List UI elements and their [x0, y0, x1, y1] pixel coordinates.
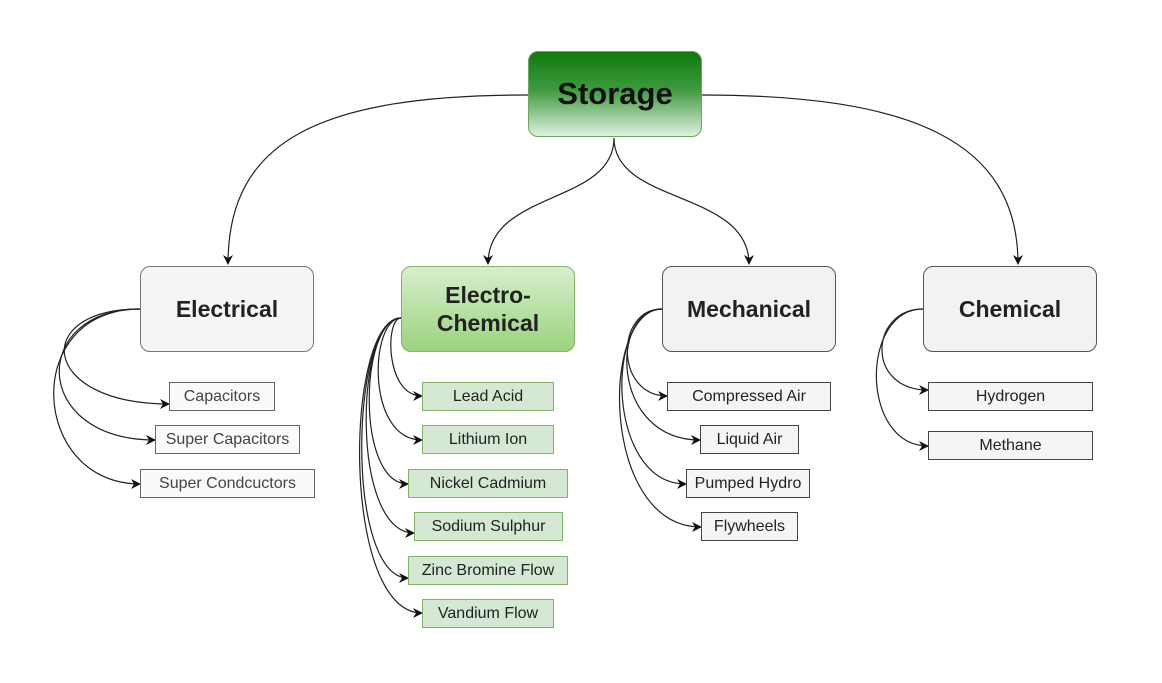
- electro-chemical-category-node: Electro- Chemical: [401, 266, 575, 352]
- leaf-zinc-bromine-flow: Zinc Bromine Flow: [408, 556, 568, 585]
- edge-storage-chemical: [701, 94, 1023, 265]
- electrical-category-node: Electrical: [140, 266, 314, 352]
- edge-electrical-capacitors: [63, 308, 170, 409]
- edge-storage-electro-chemical: [483, 137, 615, 265]
- edge-ec-lead-acid: [390, 317, 423, 401]
- edge-ec-vandium-flow: [358, 317, 423, 618]
- leaf-super-conductors: Super Condcuctors: [140, 469, 315, 498]
- leaf-compressed-air: Compressed Air: [667, 382, 831, 411]
- leaf-lead-acid: Lead Acid: [422, 382, 554, 411]
- chemical-category-node: Chemical: [923, 266, 1097, 352]
- leaf-hydrogen: Hydrogen: [928, 382, 1093, 411]
- edge-ec-sodium-sulphur: [365, 317, 415, 538]
- edge-mech-flywheels: [618, 308, 702, 532]
- leaf-sodium-sulphur: Sodium Sulphur: [414, 512, 563, 541]
- edge-chem-hydrogen: [881, 308, 929, 395]
- mechanical-category-node: Mechanical: [662, 266, 836, 352]
- leaf-methane: Methane: [928, 431, 1093, 460]
- edge-ec-zinc-bromine: [361, 317, 409, 583]
- edge-storage-electrical: [223, 94, 529, 265]
- leaf-vandium-flow: Vandium Flow: [422, 599, 554, 628]
- edge-chem-methane: [875, 308, 929, 451]
- edge-ec-lithium-ion: [377, 317, 423, 445]
- edge-storage-mechanical: [613, 137, 754, 265]
- leaf-liquid-air: Liquid Air: [700, 425, 799, 454]
- leaf-pumped-hydro: Pumped Hydro: [686, 469, 810, 498]
- storage-root-node: Storage: [528, 51, 702, 137]
- leaf-super-capacitors: Super Capacitors: [155, 425, 300, 454]
- leaf-flywheels: Flywheels: [701, 512, 798, 541]
- leaf-lithium-ion: Lithium Ion: [422, 425, 554, 454]
- leaf-nickel-cadmium: Nickel Cadmium: [408, 469, 568, 498]
- leaf-capacitors: Capacitors: [169, 382, 275, 411]
- edge-electrical-super-conductors: [53, 308, 141, 489]
